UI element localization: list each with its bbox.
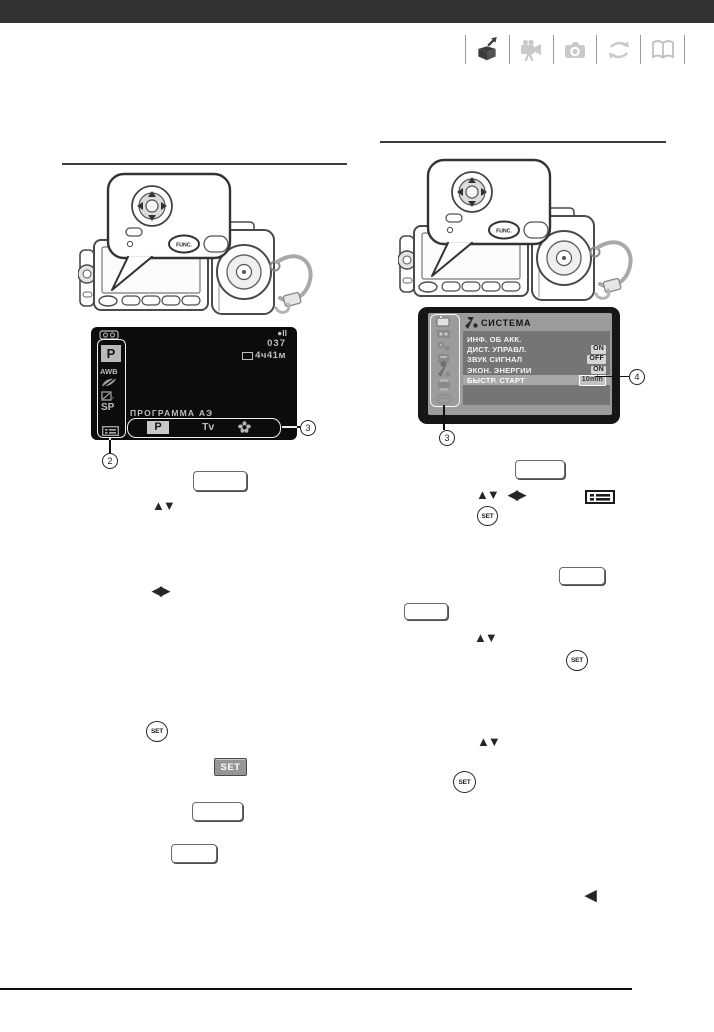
joystick-up-down-icon: ▲▼ [152,498,176,513]
program-select-bar-outline [127,418,281,438]
program-tv-option: Tv [202,421,215,433]
menu-items-panel: ИНФ. ОБ АКК. ДИСТ. УПРАВЛ. ON ЗВУК СИГНА… [463,331,610,405]
svg-text:ʰ: ʰ [112,396,114,401]
func-button-blank-6 [404,603,448,620]
func-button-blank-5 [559,567,605,585]
system-setup-icon [438,361,451,377]
menu-item-quick-start: БЫСТР. СТАРТ 10min [463,375,610,386]
camcorder-illustration-left [78,172,313,316]
portrait-program-icon [238,421,251,433]
footer-rule [0,988,632,990]
right-section-rule [380,141,666,143]
callout-2: 2 [102,453,118,469]
set-onscreen-badge: SET [214,758,247,776]
set-button-icon: SET [146,721,168,742]
callout2-line [109,440,111,453]
callout3l-line-inner [282,426,297,428]
left-section-rule [62,163,347,165]
lcd-sidebar-outline [97,339,126,438]
menu-item-remote: ДИСТ. УПРАВЛ. ON [467,344,606,354]
joystick-left-icon: ◀ [585,887,596,904]
program-p-option: P [147,420,169,434]
menu-title: СИСТЕМА [481,318,532,328]
lcd-screen: ●II 037 4ч41м P AWB ʰ SP ПРОГРАММА АЭ P … [91,327,297,440]
func-button-blank-1 [193,471,247,491]
recording-mode-indicator: SP [101,402,115,413]
func-button-blank-4 [515,460,565,479]
vcr-setup-icon [437,330,450,338]
camcorder-illustration-right [398,158,633,302]
menu-sidebar-outline [430,314,460,407]
callout-4: 4 [629,369,645,385]
menu-list-icon [585,490,615,504]
camcorder-setup-icon [436,316,450,327]
page-top-bar [0,0,714,23]
callout3r-line [443,405,445,430]
joystick-up-down-icon: ▲▼ [477,734,501,749]
menu-value: ON [591,365,606,375]
menu-item-power-save: ЭКОН. ЭНЕРГИИ ON [467,365,606,375]
tape-remaining-icon [242,351,254,360]
callout2-line-inner [109,437,111,440]
set-button-icon: SET [453,771,476,793]
chapter-tab-dubbing [596,35,640,64]
program-mode-icon: P [101,345,121,362]
gear-setup-icon [437,341,450,351]
menu-sidebar-icons [436,316,451,404]
chapter-tab-reference [640,35,685,64]
set-button-icon: SET [566,650,588,671]
joystick-left-right-icon: ◀▶ [152,583,170,598]
joystick-left-right-icon: ◀▶ [508,487,526,502]
system-wrench-icon [465,317,478,329]
menu-item-battery-info: ИНФ. ОБ АКК. [467,334,522,344]
card-setup-icon [438,354,449,363]
program-ae-label: ПРОГРАММА АЭ [130,408,214,418]
menu-value: ON [591,345,606,354]
white-balance-indicator: AWB [100,367,118,376]
camcorder-icon [521,39,542,61]
chapter-tab-photos [552,35,597,64]
digital-effects-off-icon: ʰ [101,391,114,401]
callout4-line [595,376,629,378]
callout-3-left: 3 [300,420,316,436]
chapter-tab-preparations [465,35,509,64]
box-arrow-icon [478,36,498,60]
transfer-arrows-icon [608,40,629,59]
chapter-icon-strip [465,35,685,64]
func-button-blank-2 [192,802,243,821]
print-setup-icon [438,379,450,391]
joystick-up-down-icon: ▲▼ [476,487,500,502]
callout3l-line [297,426,300,428]
tape-remaining: 4ч41м [242,350,286,361]
chapter-tab-recording [508,35,553,64]
still-camera-icon [564,41,585,58]
lcd-menu-icon [102,426,119,436]
book-icon [651,39,674,59]
joystick-up-down-icon: ▲▼ [474,630,498,645]
menu-item-beep: ЗВУК СИГНАЛ OFF [467,355,606,365]
menu-value: OFF [587,355,606,364]
tape-counter: 037 [267,338,286,349]
menu-value-selected: 10min [578,375,606,386]
callout-3-right: 3 [439,430,455,446]
record-pause-indicator: ●II [277,328,287,338]
display-setup-icon [437,394,451,404]
set-button-icon: SET [477,506,498,526]
func-button-blank-3 [171,844,217,863]
wind-screen-off-icon [102,377,116,388]
